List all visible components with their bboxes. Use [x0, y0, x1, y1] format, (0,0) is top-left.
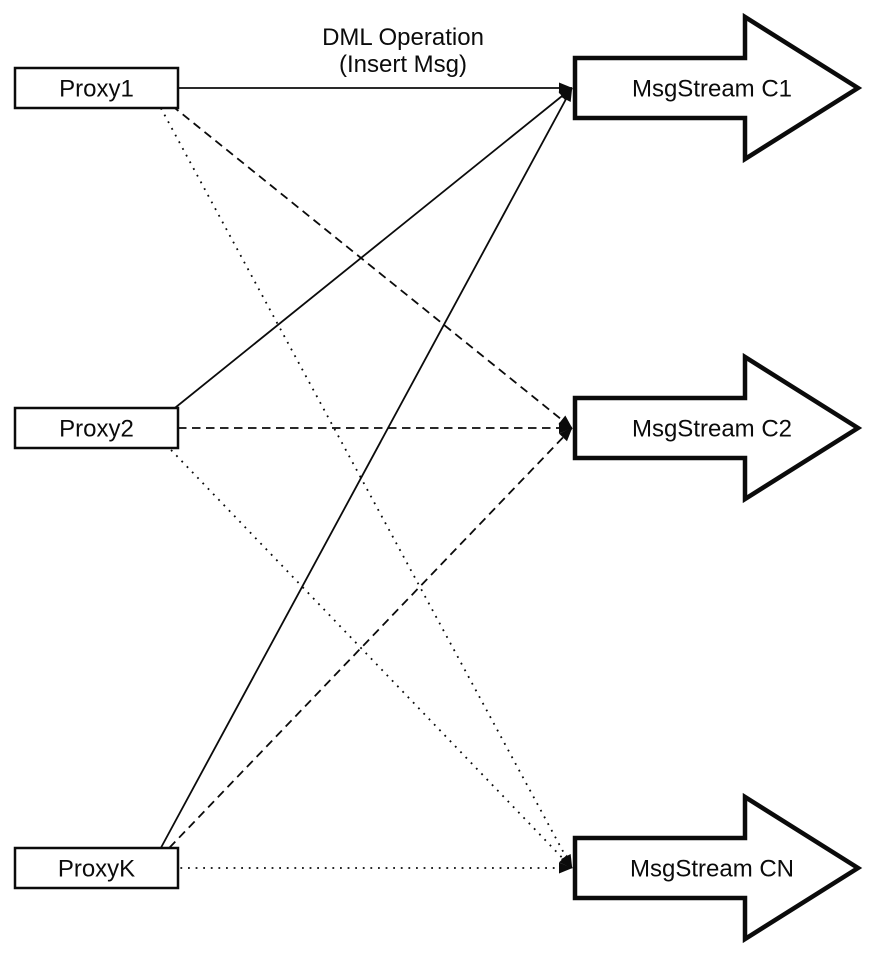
annotation-line1: DML Operation — [322, 24, 484, 51]
proxy1-label: Proxy1 — [59, 76, 134, 103]
proxy1-box — [13, 66, 180, 110]
proxy2-label: Proxy2 — [59, 416, 134, 443]
edge-proxy2-cn — [149, 427, 573, 869]
proxy2-box — [13, 406, 180, 450]
msgstream-c1-arrow-icon — [572, 12, 863, 164]
node-proxyk: ProxyK — [13, 846, 180, 890]
edge-proxyk-c1 — [149, 87, 573, 869]
edge-proxy2-c1 — [149, 87, 573, 429]
node-proxy2: Proxy2 — [13, 406, 180, 450]
msgstream-cn-arrow-icon — [572, 792, 863, 944]
proxyk-label: ProxyK — [58, 856, 135, 883]
node-proxy1: Proxy1 — [13, 66, 180, 110]
edges-layer — [149, 82, 573, 874]
edge-proxyk-c2 — [149, 427, 573, 869]
node-msgstream-c1: MsgStream C1 — [572, 12, 863, 164]
proxyk-box — [13, 846, 180, 890]
msgstream-cn-label: MsgStream CN — [630, 856, 794, 883]
msgstream-c2-label: MsgStream C2 — [632, 416, 792, 443]
msgstream-c2-arrow-icon — [572, 352, 863, 504]
msgstream-c1-label: MsgStream C1 — [632, 76, 792, 103]
annotation-line2: (Insert Msg) — [339, 51, 467, 78]
node-msgstream-c2: MsgStream C2 — [572, 352, 863, 504]
node-msgstream-cn: MsgStream CN — [572, 792, 863, 944]
annotation-dml-operation: DML Operation (Insert Msg) — [322, 24, 484, 78]
